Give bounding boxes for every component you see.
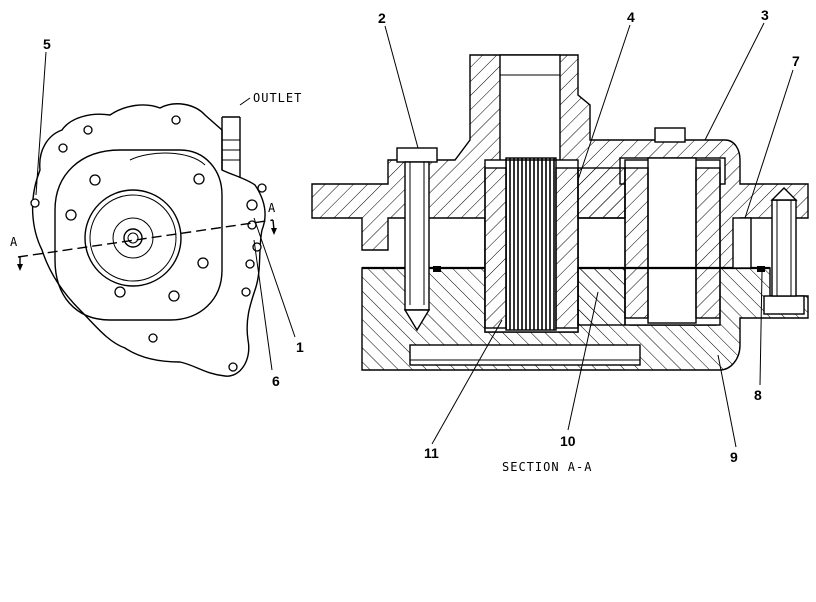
gear-bore-inner xyxy=(89,194,177,282)
bolt-hole xyxy=(246,199,258,211)
drive-gear-teeth xyxy=(505,157,557,331)
section-caption: SECTION A-A xyxy=(502,460,592,474)
plate-hole xyxy=(89,174,101,186)
callout-6: 6 xyxy=(272,373,280,389)
screw-shank-left xyxy=(404,161,430,311)
leader-2 xyxy=(384,25,419,149)
shaft-collar xyxy=(112,217,154,259)
callout-7: 7 xyxy=(792,53,800,69)
section-mark-a-right: A xyxy=(268,201,276,215)
callout-11: 11 xyxy=(424,445,439,461)
callout-10: 10 xyxy=(560,433,576,449)
bolt-hole xyxy=(241,287,251,297)
cover-plate xyxy=(54,149,223,321)
bolt-hole xyxy=(83,125,93,135)
leader-1 xyxy=(253,217,296,338)
plate-edge xyxy=(129,152,206,166)
leader-10 xyxy=(567,291,599,431)
callout-3: 3 xyxy=(761,7,769,23)
bolt-hole xyxy=(58,143,68,153)
cover-opening xyxy=(409,344,641,366)
leader-11 xyxy=(431,319,503,445)
gear-bore xyxy=(84,189,182,287)
dowel-pin xyxy=(732,217,752,269)
shaft xyxy=(123,228,143,248)
front-view: OUTLET A A xyxy=(10,51,302,377)
drive-gear-bushing-left xyxy=(484,167,507,329)
bolt-hole xyxy=(171,115,181,125)
shaft-center xyxy=(127,232,139,244)
callout-4: 4 xyxy=(627,9,635,25)
leader-6 xyxy=(253,239,273,371)
outlet-label: OUTLET xyxy=(253,91,302,105)
plate-hole xyxy=(193,173,205,185)
bolt-hole xyxy=(148,333,158,343)
plate-hole xyxy=(65,209,77,221)
idler-bushing-right xyxy=(695,167,721,319)
bolt-hole xyxy=(257,183,267,193)
outlet-pipe xyxy=(221,117,241,178)
bolt-hole xyxy=(228,362,238,372)
screw-head-right xyxy=(763,295,805,315)
leader-7 xyxy=(744,69,794,219)
seal-right xyxy=(757,266,765,272)
screw-shank-right xyxy=(771,199,797,297)
plate-hole xyxy=(197,257,209,269)
drive-gear-bushing-right xyxy=(555,167,579,329)
callout-1: 1 xyxy=(296,339,304,355)
section-arrow-left xyxy=(17,264,23,271)
section-line xyxy=(17,219,274,258)
callout-2: 2 xyxy=(378,10,386,26)
leader-4 xyxy=(577,24,631,181)
leader-8 xyxy=(759,271,763,386)
callout-8: 8 xyxy=(754,387,762,403)
section-mark-a-left: A xyxy=(10,235,18,249)
shaft-bore xyxy=(499,54,561,166)
callout-9: 9 xyxy=(730,449,738,465)
leader-9 xyxy=(717,354,737,448)
gear-plate-4 xyxy=(577,167,626,219)
seal-left xyxy=(433,266,441,272)
section-view xyxy=(311,22,809,448)
callout-5: 5 xyxy=(43,36,51,52)
idler-shaft xyxy=(647,157,697,324)
screw-tip-right xyxy=(770,187,798,201)
section-arrow-right xyxy=(271,228,277,235)
screw-tip-left xyxy=(403,309,431,332)
bolt-hole xyxy=(247,220,257,230)
leader-5 xyxy=(35,51,47,196)
plug xyxy=(654,127,686,143)
plate-hole xyxy=(168,290,180,302)
plate-hole xyxy=(114,286,126,298)
outlet-leader xyxy=(239,97,251,106)
screw-head-left xyxy=(396,147,438,163)
housing-outline xyxy=(31,103,266,377)
pump-gear-10 xyxy=(577,267,626,326)
bolt-hole xyxy=(30,198,40,208)
leader-3 xyxy=(704,22,765,141)
bolt-hole xyxy=(245,259,255,269)
idler-bushing-left xyxy=(624,167,649,319)
